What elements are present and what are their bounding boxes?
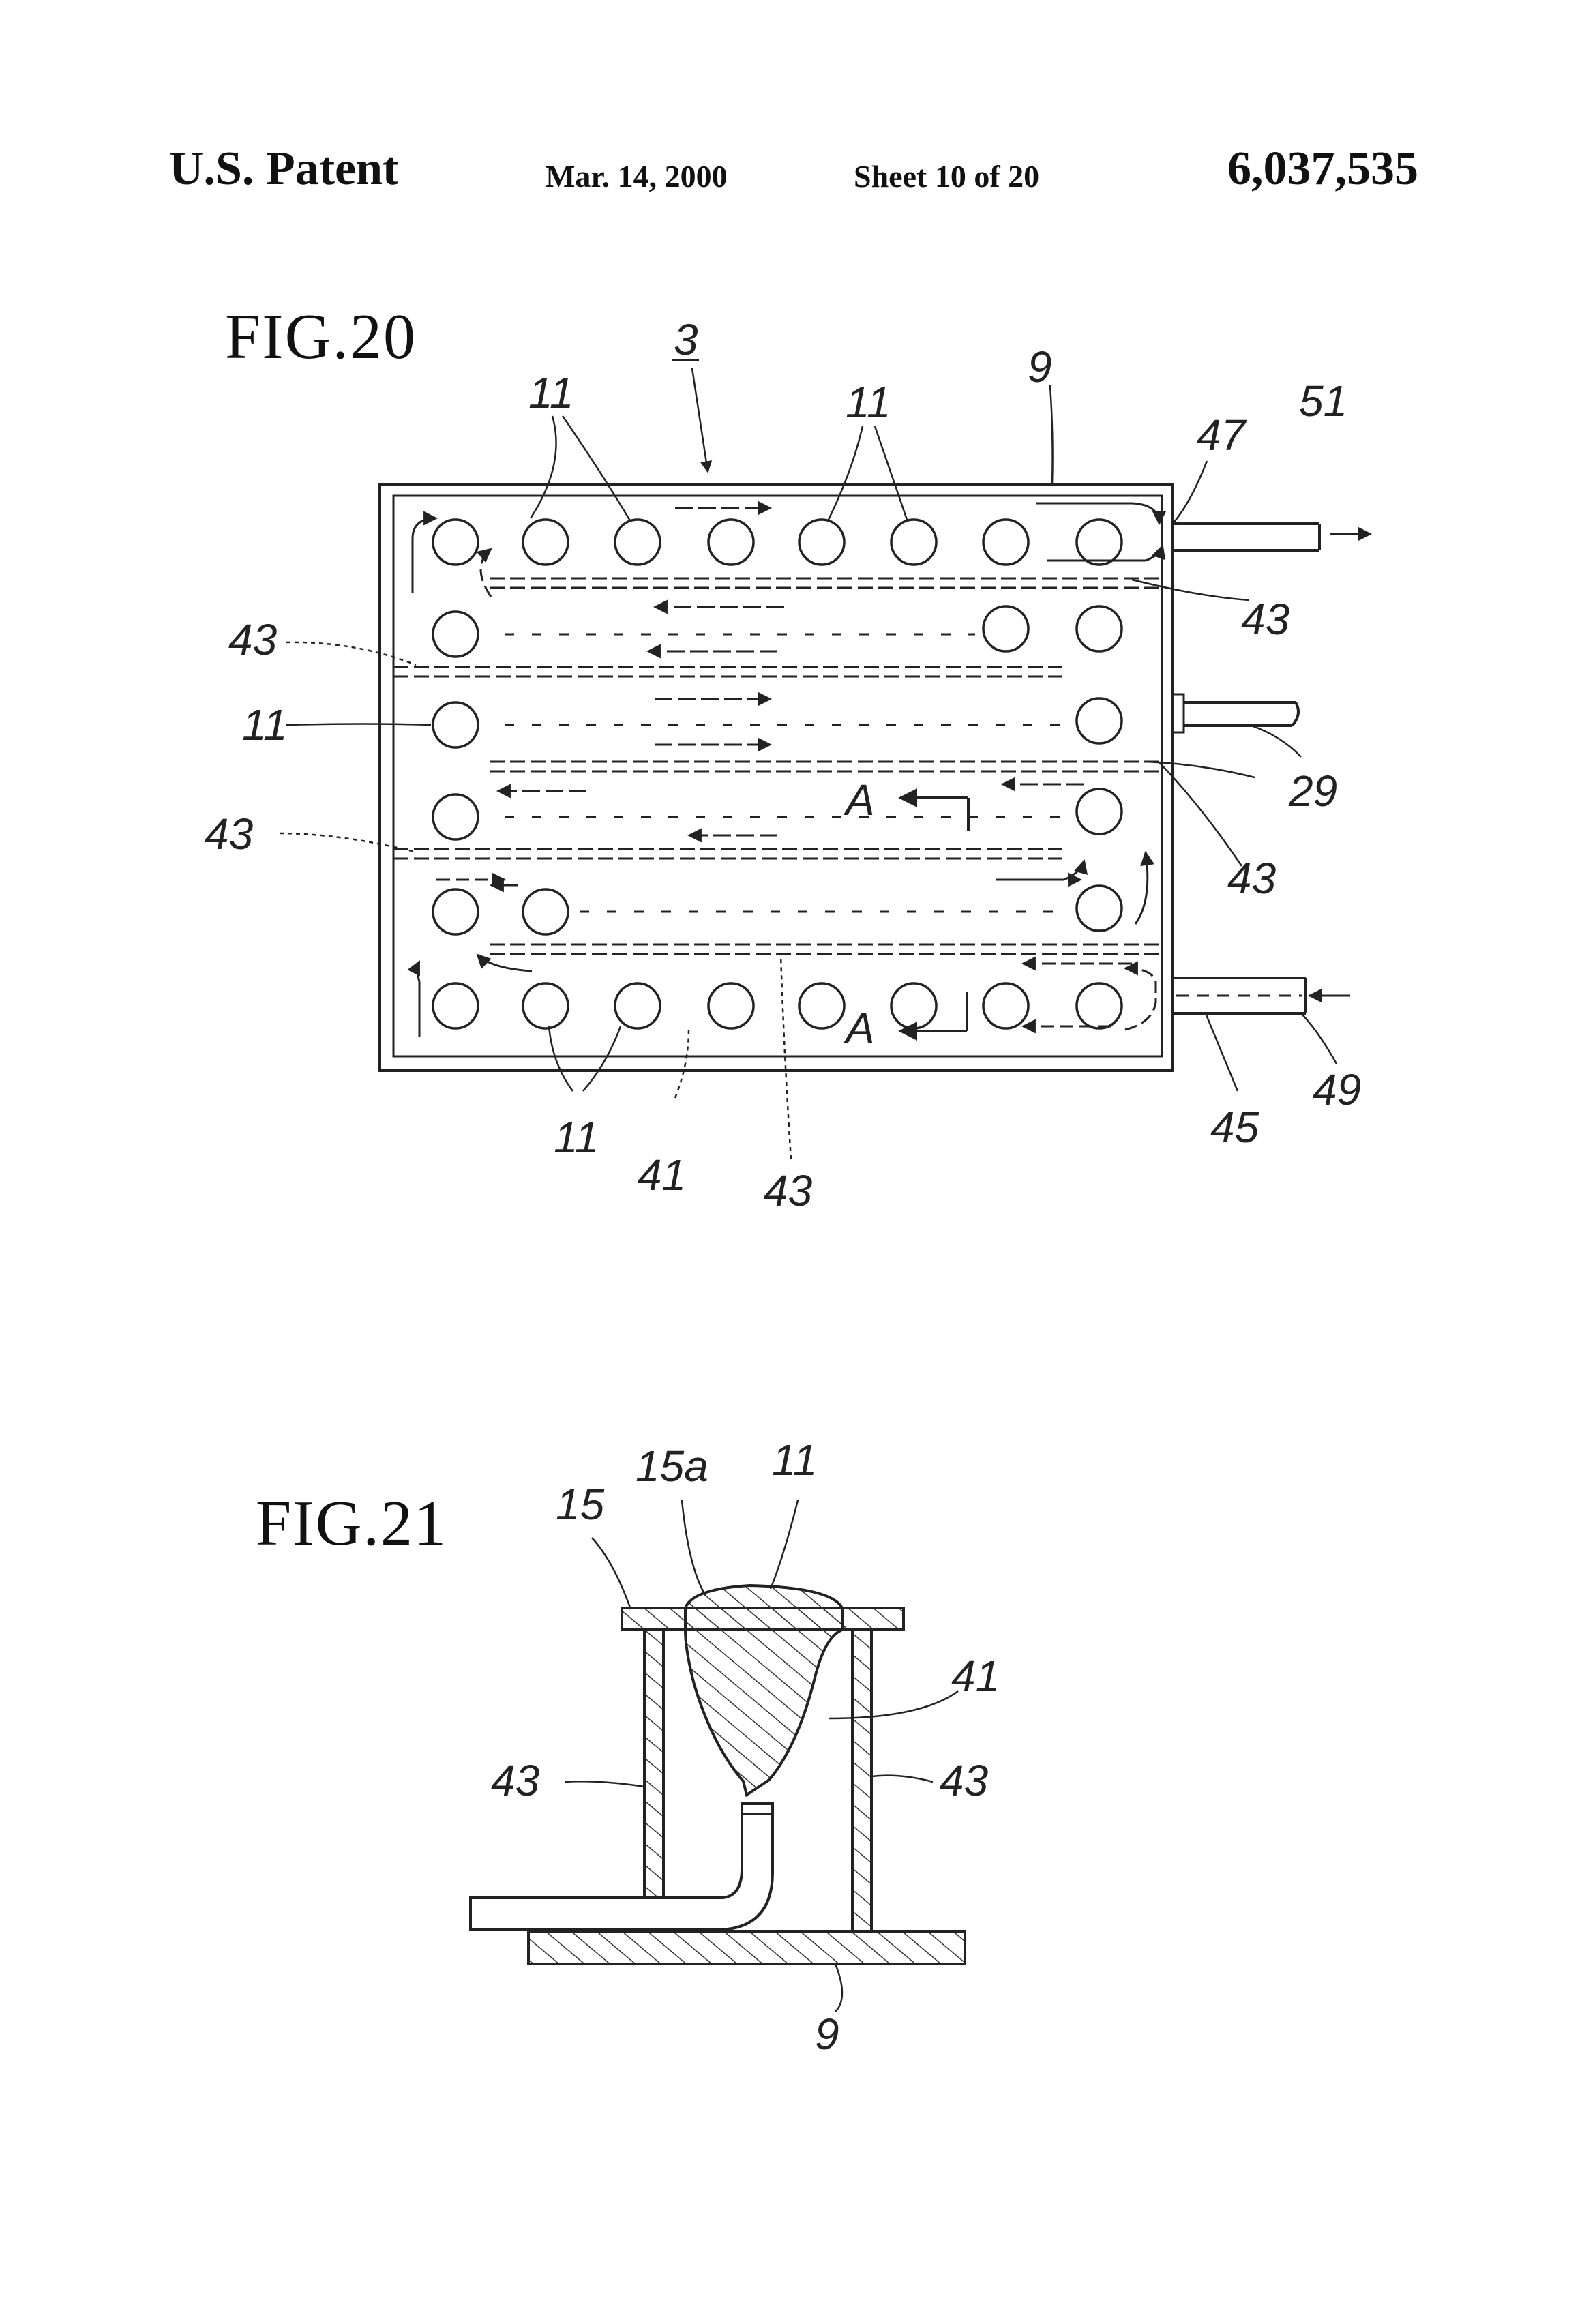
label-section-a-bottom: A bbox=[843, 1004, 875, 1053]
label-cable-29: 29 bbox=[1288, 766, 1337, 816]
label-sensor-11: 11 bbox=[772, 1435, 817, 1485]
flow-arrows bbox=[436, 508, 1132, 1026]
label-sensor-11-d: 11 bbox=[554, 1113, 599, 1162]
label-partition-43-b: 43 bbox=[228, 615, 278, 664]
label-sensor-11-a: 11 bbox=[528, 368, 573, 417]
sensor-circles bbox=[433, 520, 1122, 1028]
leader-lines bbox=[280, 368, 1337, 1159]
base-plate bbox=[528, 1931, 965, 1964]
label-case-9: 9 bbox=[1028, 342, 1052, 391]
label-chamber-41: 41 bbox=[638, 1150, 686, 1200]
curved-flow-arrows bbox=[413, 503, 1163, 1037]
fig21-drawing bbox=[471, 1500, 965, 2012]
label-section-a-top: A bbox=[843, 775, 875, 824]
section-mark-bottom bbox=[900, 992, 967, 1031]
label-inlet-pipe-49: 49 bbox=[1313, 1065, 1361, 1114]
label-chamber-41: 41 bbox=[951, 1652, 1000, 1701]
label-sensor-11-c: 11 bbox=[242, 700, 287, 749]
left-partition bbox=[644, 1630, 663, 1931]
fig20-housing bbox=[380, 484, 1184, 1071]
fig21-cable bbox=[471, 1814, 773, 1930]
label-partition-43-e: 43 bbox=[764, 1166, 813, 1215]
outlet-pipe bbox=[1173, 524, 1371, 550]
label-plate-15: 15 bbox=[556, 1480, 605, 1529]
sensor-bulb bbox=[685, 1585, 842, 1795]
label-partition-43-right: 43 bbox=[940, 1756, 989, 1805]
right-partition bbox=[852, 1630, 871, 1931]
label-partition-43-left: 43 bbox=[491, 1756, 540, 1805]
section-mark-top bbox=[900, 798, 968, 831]
label-outlet-pipe-51: 51 bbox=[1299, 376, 1347, 426]
label-partition-43-a: 43 bbox=[1241, 595, 1290, 644]
label-partition-43-c: 43 bbox=[205, 809, 254, 859]
label-partition-43-d: 43 bbox=[1227, 854, 1277, 903]
label-base-9: 9 bbox=[815, 2010, 839, 2059]
label-plate-face-15a: 15a bbox=[636, 1442, 708, 1491]
cable bbox=[1184, 702, 1298, 726]
label-device-3: 3 bbox=[674, 315, 698, 364]
label-inlet-45: 45 bbox=[1210, 1103, 1259, 1152]
label-sensor-11-b: 11 bbox=[846, 378, 891, 427]
fig20-drawing bbox=[280, 368, 1371, 1159]
label-outlet-47: 47 bbox=[1197, 411, 1247, 460]
inlet-pipe bbox=[1173, 978, 1350, 1013]
